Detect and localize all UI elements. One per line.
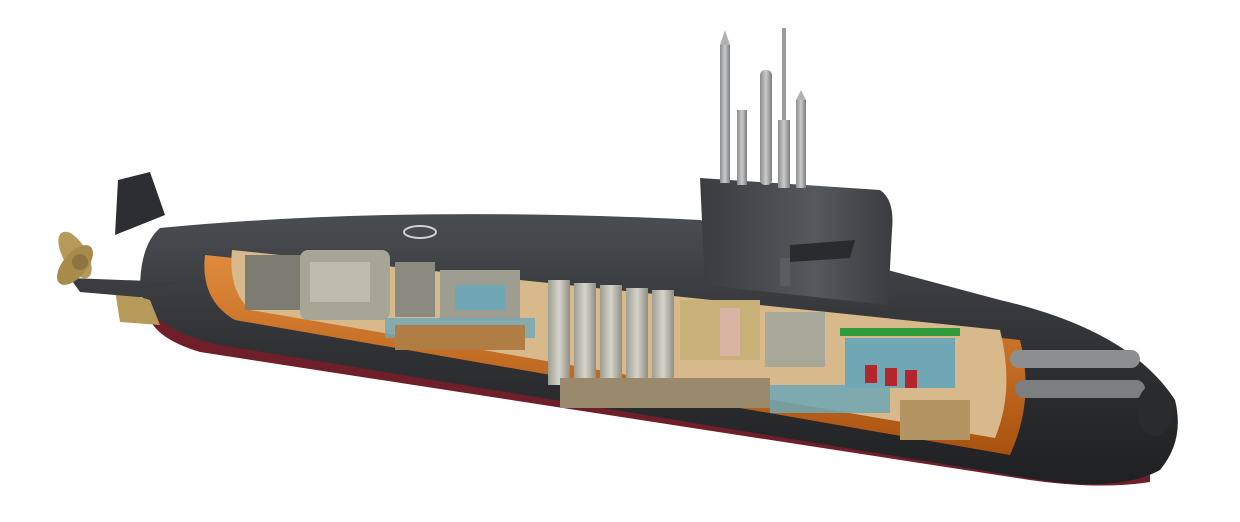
vertical-cylinders bbox=[548, 280, 674, 398]
engine-room bbox=[245, 250, 535, 350]
control-room bbox=[840, 328, 970, 440]
lower-rudder bbox=[115, 290, 160, 325]
sail-window bbox=[780, 258, 790, 286]
tail-rudder bbox=[115, 172, 165, 235]
torpedo-tubes bbox=[1010, 350, 1173, 436]
battery-section bbox=[560, 300, 890, 413]
sail-fin bbox=[790, 240, 855, 262]
stern-plane bbox=[70, 278, 175, 298]
masts bbox=[720, 28, 806, 188]
sail-tower bbox=[700, 178, 893, 305]
propeller bbox=[57, 231, 93, 285]
hatch-ring bbox=[403, 225, 437, 239]
